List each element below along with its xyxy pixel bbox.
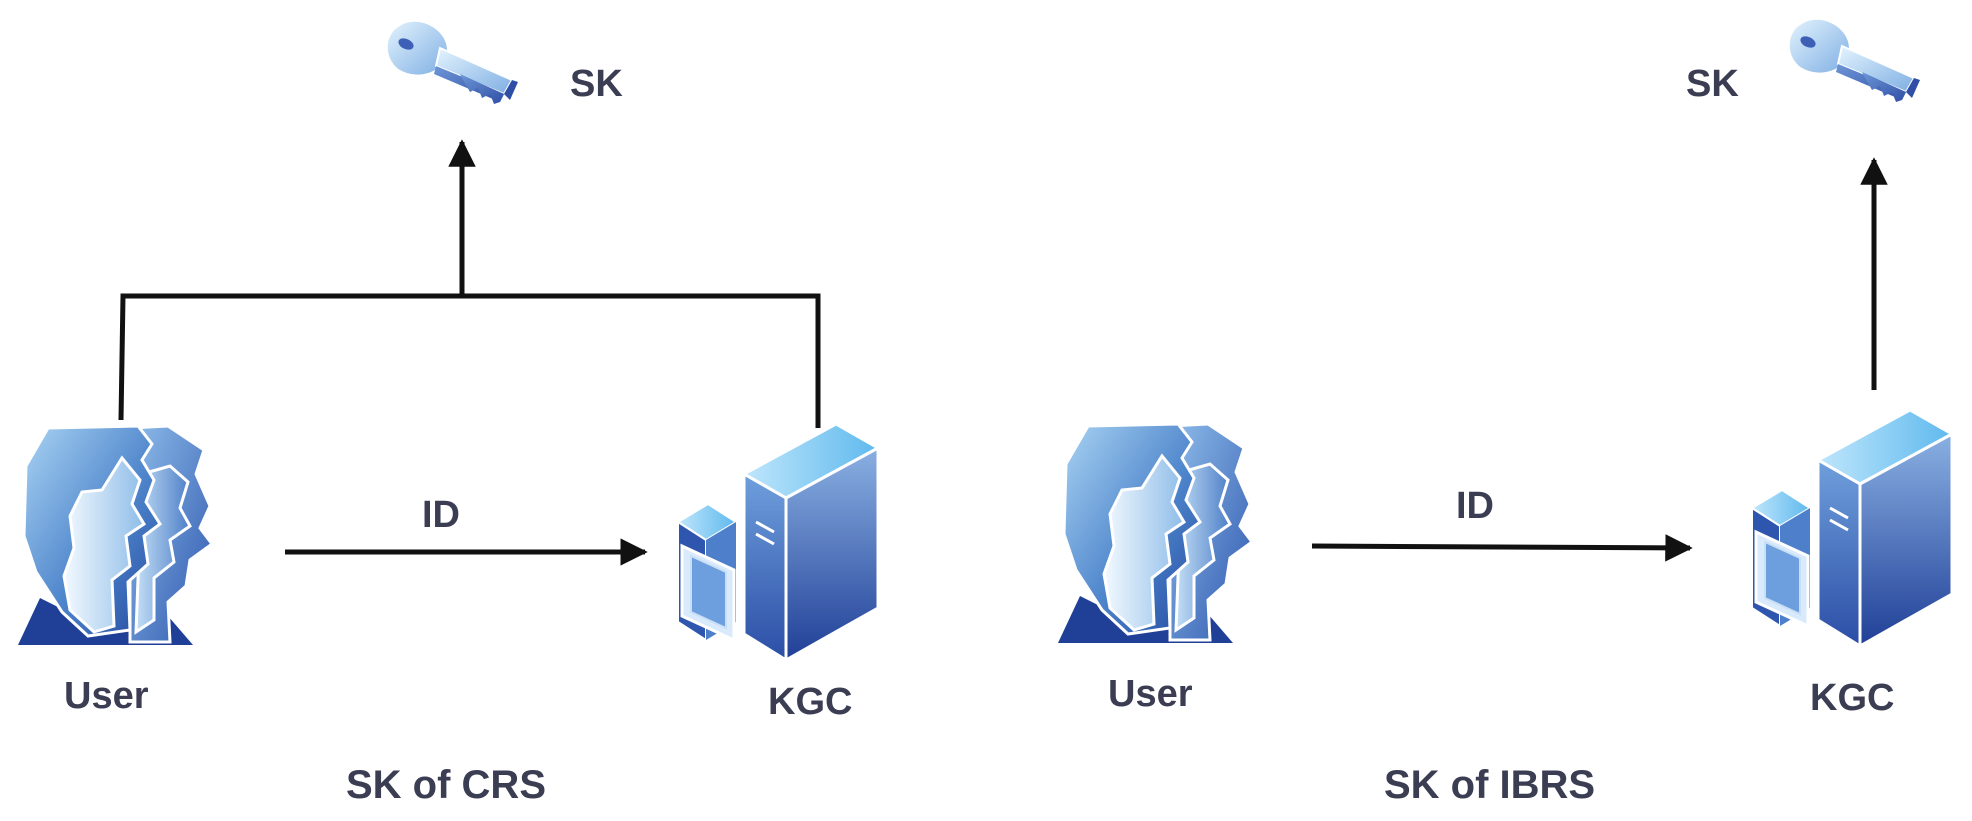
id-arrow (1311, 534, 1693, 562)
user-group-icon (1056, 422, 1254, 645)
user-to-join-line (118, 293, 462, 421)
diagram-caption: SK of CRS (346, 763, 546, 807)
user-label: User (1108, 673, 1193, 715)
right-diagram: SK ID User KGC SK of IBRS (1056, 17, 1954, 807)
sk-label: SK (1686, 63, 1739, 105)
server-icon (676, 422, 880, 662)
kgc-to-join-line (462, 293, 821, 428)
kgc-label: KGC (768, 681, 852, 723)
left-diagram: SK ID User KGC SK of CRS (16, 19, 880, 807)
key-icon (1787, 17, 1921, 103)
server-icon (1750, 408, 1954, 648)
id-label: ID (422, 494, 460, 536)
kgc-label: KGC (1810, 677, 1894, 719)
diagram-caption: SK of IBRS (1384, 763, 1595, 807)
user-label: User (64, 675, 149, 717)
sk-label: SK (570, 63, 623, 105)
id-label: ID (1456, 485, 1494, 527)
user-group-icon (16, 424, 214, 647)
key-icon (385, 19, 519, 105)
